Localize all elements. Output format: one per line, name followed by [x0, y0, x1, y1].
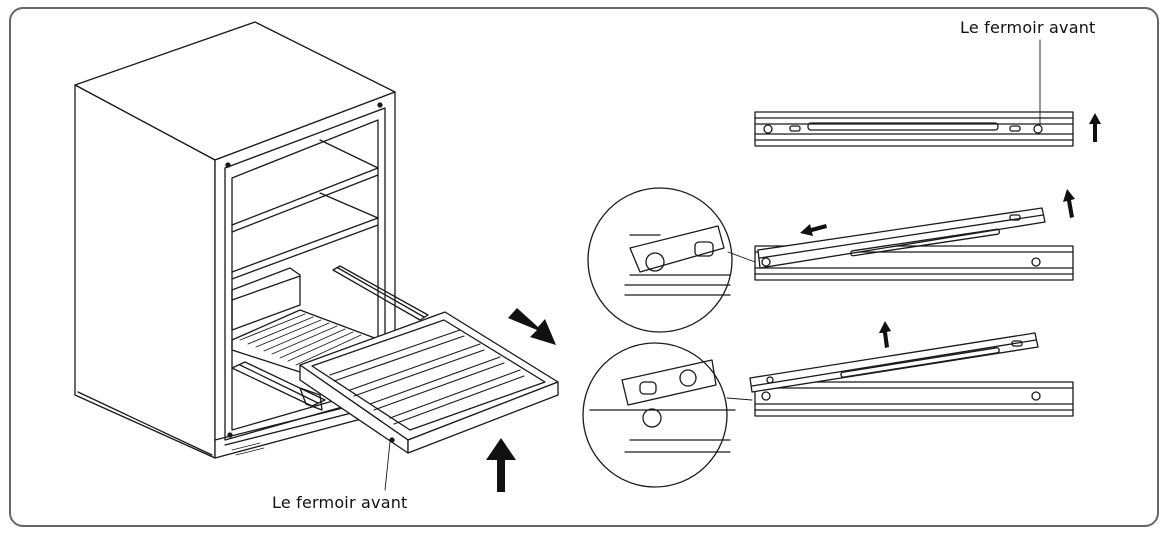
- lift-up-arrow-icon: [1063, 189, 1075, 218]
- lift-up-arrow-icon: [1089, 113, 1101, 142]
- front-clasp-label-bottom: Le fermoir avant: [272, 493, 408, 512]
- rail-detail-lifted: [582, 332, 1074, 488]
- rail-detail-tilted-left: [587, 187, 1074, 333]
- drawer-slide-rails: [231, 265, 429, 411]
- lift-up-arrow-icon: [486, 438, 516, 492]
- lift-up-arrow-icon: [879, 321, 891, 348]
- pull-out-arrow-icon: [508, 308, 556, 345]
- slide-left-arrow-icon: [800, 224, 827, 236]
- rail-detail-flat: [754, 39, 1074, 147]
- pulled-out-shelf: [299, 311, 559, 491]
- front-clasp-label-top: Le fermoir avant: [960, 18, 1096, 37]
